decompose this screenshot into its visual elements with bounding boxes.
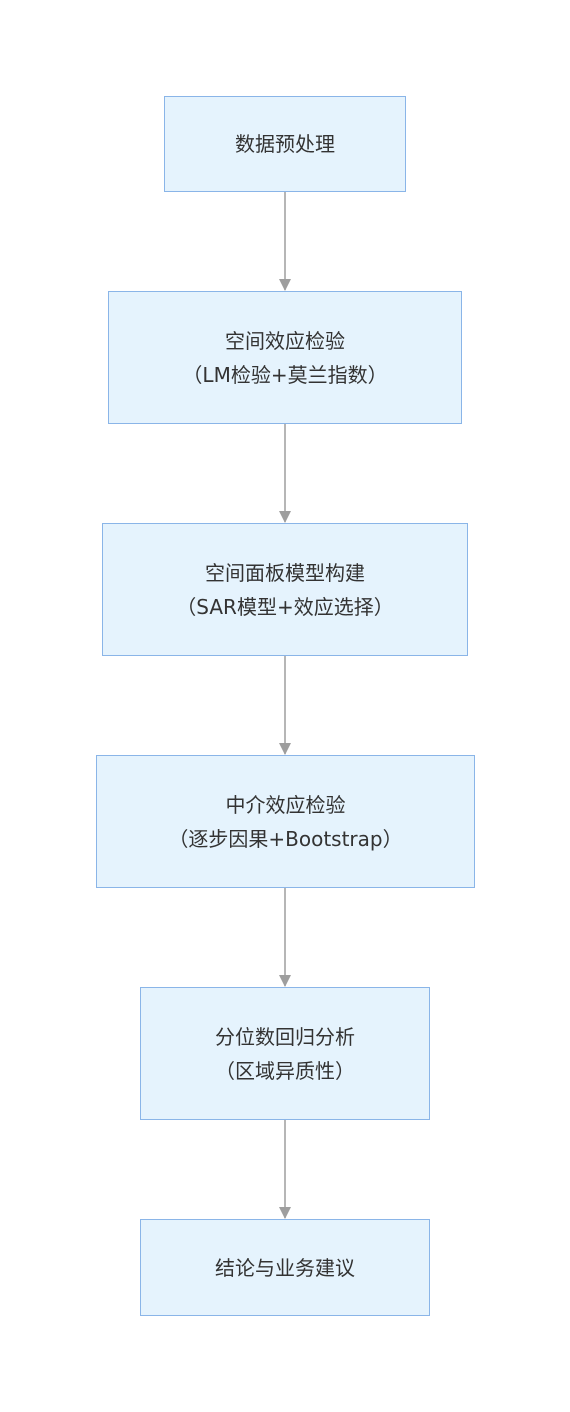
node-preprocess-label: 数据预处理	[235, 132, 335, 156]
node-panel-model-subtitle: （SAR模型+效应选择）	[176, 594, 394, 619]
node-preprocess: 数据预处理	[164, 96, 406, 192]
node-conclusion-label: 结论与业务建议	[215, 1255, 355, 1280]
node-panel-model: 空间面板模型构建 （SAR模型+效应选择）	[102, 523, 468, 656]
node-quantile-regression-title: 分位数回归分析	[215, 1024, 355, 1049]
node-spatial-test: 空间效应检验 （LM检验+莫兰指数）	[108, 291, 462, 424]
node-quantile-regression: 分位数回归分析 （区域异质性）	[140, 987, 430, 1120]
node-spatial-test-title: 空间效应检验	[225, 328, 345, 353]
node-mediation-test: 中介效应检验 （逐步因果+Bootstrap）	[96, 755, 475, 888]
node-panel-model-title: 空间面板模型构建	[205, 560, 365, 585]
node-mediation-test-title: 中介效应检验	[225, 792, 346, 817]
node-quantile-regression-subtitle: （区域异质性）	[215, 1058, 355, 1083]
node-mediation-test-subtitle: （逐步因果+Bootstrap）	[168, 826, 403, 851]
node-spatial-test-subtitle: （LM检验+莫兰指数）	[182, 362, 388, 387]
node-conclusion: 结论与业务建议	[140, 1219, 430, 1316]
